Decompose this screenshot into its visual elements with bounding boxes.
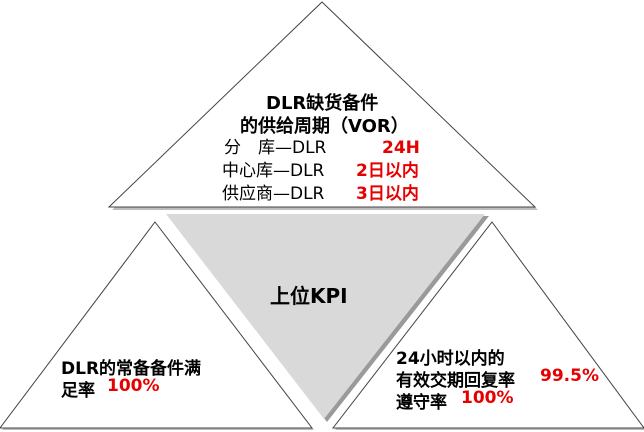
left-line2-label: 足率 (61, 381, 95, 401)
right-line2-value: 99.5% (540, 366, 599, 386)
right-line1: 24小时以内的 (396, 349, 505, 369)
left-line2-value: 100% (107, 376, 160, 396)
row-label-branch: 分 库—DLR (224, 138, 327, 158)
right-triangle (331, 221, 644, 429)
right-line2-label: 有效交期回复率 (396, 371, 515, 391)
row-value-supplier: 3日以内 (356, 184, 419, 204)
center-label: 上位KPI (270, 284, 348, 308)
row-label-center: 中心库—DLR (222, 161, 325, 181)
left-triangle (0, 221, 314, 429)
right-line3-label: 遵守率 (396, 393, 447, 413)
left-line1: DLR的常备备件满 (61, 359, 202, 379)
top-title-line2: 的供给周期（VOR） (240, 116, 409, 137)
row-value-center: 2日以内 (356, 161, 419, 181)
top-triangle (107, 1, 537, 208)
right-line3-value: 100% (461, 388, 514, 408)
center-triangle (166, 214, 485, 419)
row-value-branch: 24H (382, 138, 420, 158)
row-label-supplier: 供应商—DLR (222, 184, 325, 204)
top-title-line1: DLR缺货备件 (266, 93, 379, 114)
